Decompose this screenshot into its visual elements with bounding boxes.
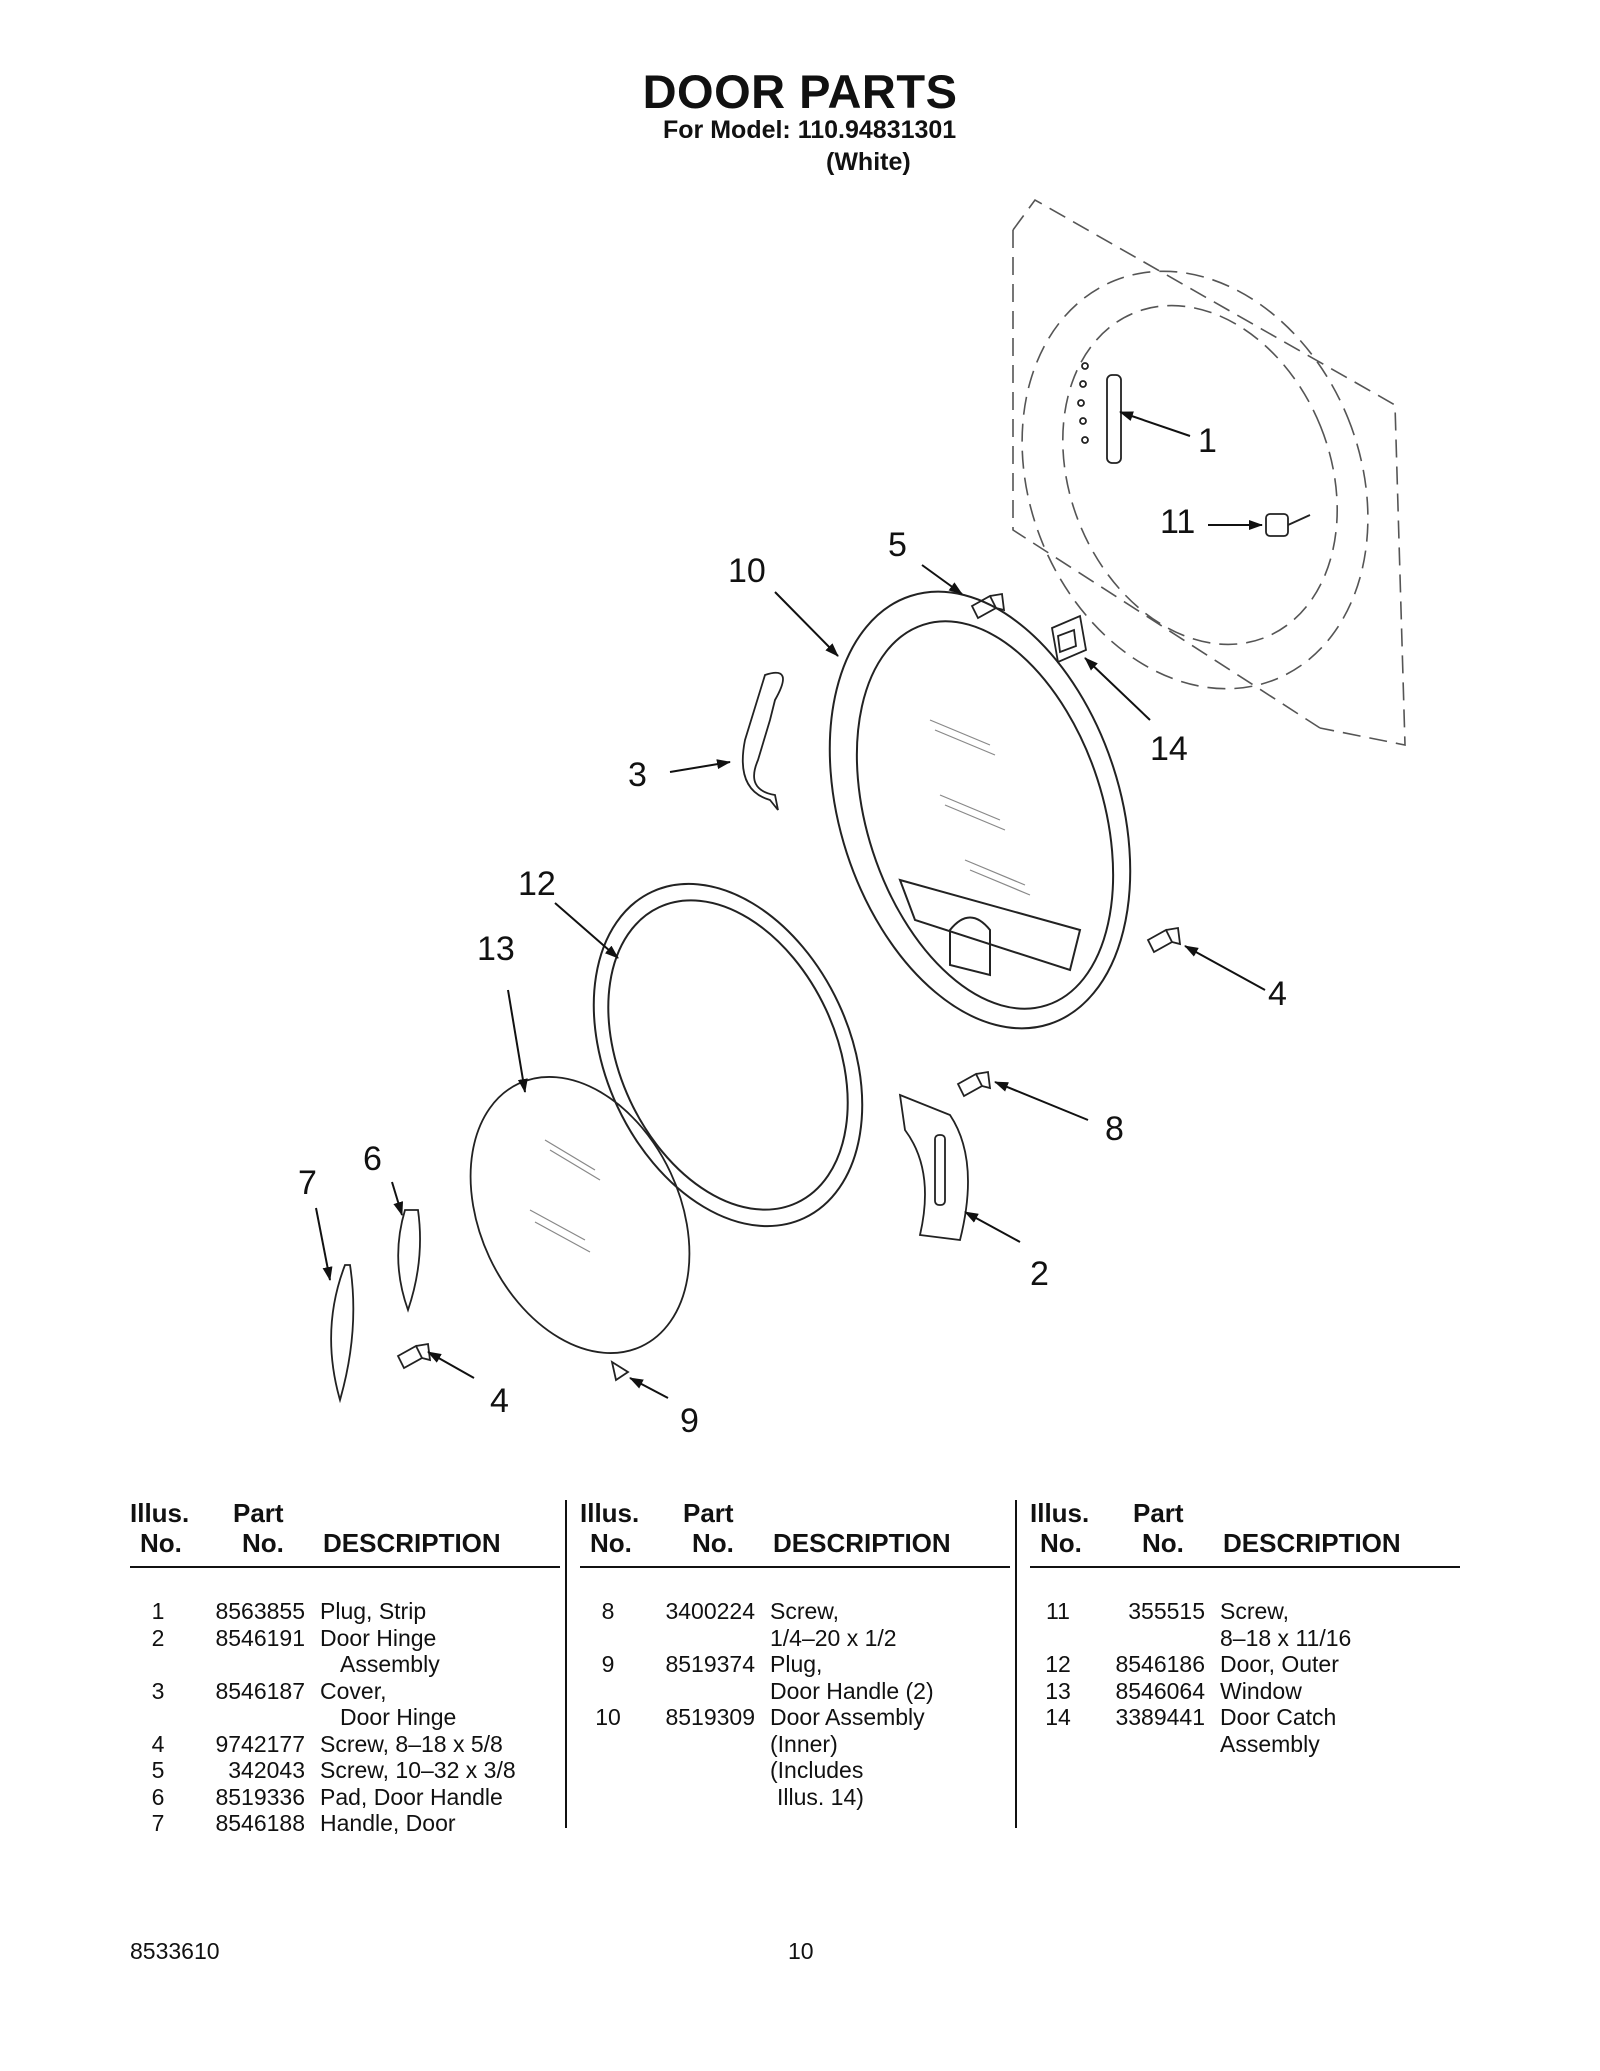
header-illus-no: No. [140,1528,182,1558]
callout-6: 6 [363,1140,382,1178]
header-illus: Illus. [1030,1498,1090,1528]
header-part: Part [233,1498,284,1528]
header-illus: Illus. [130,1498,190,1528]
header-description: DESCRIPTION [1223,1528,1401,1558]
callout-10: 10 [728,552,766,590]
front-panel-outline [1012,198,1406,746]
table-header: Illus. No. Part No. DESCRIPTION [580,1498,1010,1568]
table-row: Assembly [340,1651,440,1677]
leader-arrows [315,411,1266,1399]
screw-8-part [956,1070,992,1098]
document-number: 8533610 [130,1938,220,1964]
column-divider [565,1500,567,1828]
page-title: DOOR PARTS [642,65,958,118]
header-part-no: No. [242,1528,284,1558]
header-part: Part [683,1498,734,1528]
table-row: Illus. 14) [777,1783,864,1810]
header-part: Part [1133,1498,1184,1528]
door-hinge-part [898,1093,969,1241]
table-row: Assembly [1220,1730,1320,1757]
callout-13: 13 [477,930,515,968]
column-divider [1015,1500,1017,1828]
callout-8: 8 [1105,1110,1124,1148]
callout-4-upper: 4 [1268,975,1287,1013]
model-line: For Model: 110.94831301 [663,116,957,144]
header-description: DESCRIPTION [323,1528,501,1558]
callout-5: 5 [888,526,907,564]
color-line: (White) [826,148,911,176]
door-catch-part [1050,614,1088,664]
table-row: (Includes [770,1757,864,1783]
handle-plug-part [610,1360,630,1382]
window-glass-part [469,1076,691,1354]
screw-4-lower-part [396,1342,432,1370]
callout-7: 7 [298,1164,317,1202]
callout-2: 2 [1030,1255,1049,1293]
header-part-no: No. [1142,1528,1184,1558]
table-row: 1/4–20 x 1/2 [770,1624,897,1651]
table-row: Door Hinge [340,1704,457,1730]
callout-14: 14 [1150,730,1188,768]
table-row: 8–18 x 11/16 [1220,1624,1352,1651]
door-handle-part [330,1264,355,1404]
outer-door-ring [592,882,864,1228]
header-illus-no: No. [1040,1528,1082,1558]
callout-1: 1 [1198,422,1217,460]
callout-9: 9 [680,1402,699,1440]
page-number: 10 [788,1938,814,1964]
callout-4-lower: 4 [490,1382,509,1420]
header-part-no: No. [692,1528,734,1558]
callout-numbers: 1 11 5 10 14 3 12 4 13 8 7 6 2 4 9 [298,422,1287,1440]
table-row: Door Handle (2) [770,1677,934,1704]
table-header: Illus. No. Part No. DESCRIPTION [1030,1498,1460,1568]
callout-11: 11 [1160,503,1195,541]
inner-door-assembly [828,590,1132,1030]
header-illus: Illus. [580,1498,640,1528]
plug-strip-part [1077,362,1122,464]
callout-12: 12 [518,865,556,903]
screw-5-part [970,592,1006,620]
table-header: Illus. No. Part No. DESCRIPTION [130,1498,560,1568]
callout-3: 3 [628,756,647,794]
header-description: DESCRIPTION [773,1528,951,1558]
handle-pad-part [397,1209,421,1313]
table-row: (Inner) [770,1730,838,1757]
header-illus-no: No. [590,1528,632,1558]
hinge-cover-part [741,671,784,811]
screw-11-part [1265,513,1311,537]
exploded-parts-diagram: 1 11 5 10 14 3 12 4 13 8 7 6 2 4 9 [298,198,1406,1440]
screw-4-upper-part [1146,926,1182,954]
